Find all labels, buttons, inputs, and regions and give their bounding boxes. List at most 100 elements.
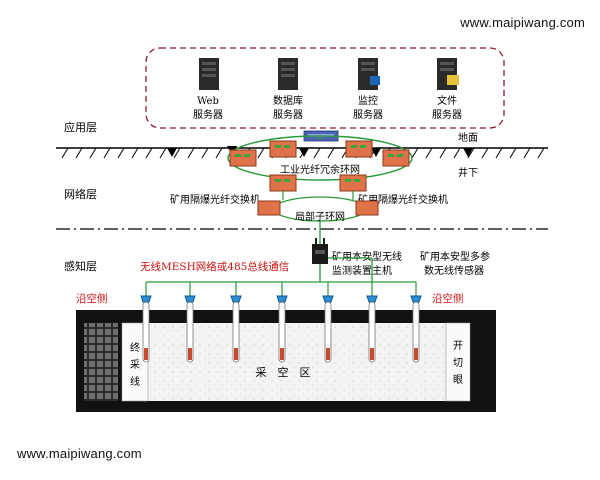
ring-node (229, 149, 257, 167)
sensor-array (140, 282, 422, 363)
communication-label: 无线MESH网络或485总线通信 (140, 260, 289, 273)
ground-tick (327, 147, 335, 159)
server-label-line1: 文件 (437, 94, 457, 107)
ground-tick (75, 147, 83, 159)
cut-hole-char: 切 (453, 357, 463, 369)
ring-node (345, 140, 373, 158)
end-line-char: 终 (130, 341, 140, 354)
ground-tick (187, 147, 195, 159)
sensor-borehole (186, 301, 194, 363)
server-icon (278, 58, 298, 90)
server-label-line1: Web (197, 96, 219, 107)
sensor-probe (234, 348, 238, 360)
sensor-borehole (412, 301, 420, 363)
server-label-line1: 监控 (358, 94, 378, 107)
ground-tick (523, 147, 531, 159)
ground-tick (201, 147, 209, 159)
sensor-probe (188, 348, 192, 360)
server-monitoring: 监控 服务器 (353, 58, 383, 121)
ground-tick (117, 147, 125, 159)
server-label-line2: 服务器 (353, 108, 383, 121)
ring-node (339, 174, 367, 192)
ground-tick (173, 147, 181, 159)
server-label-line1: 数据库 (273, 94, 303, 107)
ground-tick (257, 147, 265, 159)
ground-label: 地面 (458, 131, 478, 144)
sensor-head-icon (184, 295, 196, 303)
end-line-char: 采 (130, 359, 140, 371)
server-database: 数据库 服务器 (273, 58, 303, 121)
ground-tick (61, 147, 69, 159)
host-label-line2: 监测装置主机 (332, 264, 392, 277)
ring-node (269, 140, 297, 158)
sensor-borehole (232, 301, 240, 363)
end-line-char: 线 (130, 375, 140, 388)
ground-marker (299, 148, 309, 157)
ground-marker (463, 148, 473, 157)
ground-marker (167, 148, 177, 157)
sensor-head-icon (276, 295, 288, 303)
right-support-band (445, 322, 471, 402)
sensor-probe (326, 348, 330, 360)
ground-tick (313, 147, 321, 159)
server-icon (199, 58, 219, 90)
wireless-sensor (140, 282, 152, 363)
gob-side-left: 沿空侧 (76, 292, 108, 305)
ground-tick (509, 147, 517, 159)
sensor-borehole (368, 301, 376, 363)
ground-tick (145, 147, 153, 159)
sensor-borehole (142, 301, 150, 363)
sensor-probe (370, 348, 374, 360)
ground-tick (481, 147, 489, 159)
wireless-host-device (312, 238, 328, 264)
switch-label-left: 矿用隔爆光纤交换机 (170, 193, 260, 206)
ground-tick (537, 147, 545, 159)
server-icon (358, 58, 380, 90)
sensor-label-line2: 数无线传感器 (424, 264, 484, 277)
cut-hole-char: 眼 (453, 374, 463, 386)
ground-tick (103, 147, 111, 159)
server-label-line2: 服务器 (432, 108, 462, 121)
server-file: 文件 服务器 (432, 58, 462, 121)
layer-label-network: 网络层 (64, 187, 97, 201)
wireless-sensor (366, 282, 378, 363)
sensor-head-icon (322, 295, 334, 303)
sensor-head-icon (140, 295, 152, 303)
goaf-label: 采 空 区 (256, 365, 311, 379)
ring-node (382, 149, 410, 167)
cut-hole-char: 开 (453, 341, 463, 352)
wireless-sensor (322, 282, 334, 363)
main-ring-label: 工业光纤冗余环网 (280, 163, 360, 176)
sensor-head-icon (366, 295, 378, 303)
layer-label-application: 应用层 (64, 120, 97, 134)
host-label-line1: 矿用本安型无线 (332, 250, 402, 263)
local-ring-label: 局部子环网 (295, 210, 345, 223)
sensor-label-line1: 矿用本安型多参 (420, 250, 490, 263)
server-group-frame (145, 47, 505, 129)
ground-tick (439, 147, 447, 159)
ring-node (269, 174, 297, 192)
end-line-hatch (84, 323, 118, 401)
sensor-probe (414, 348, 418, 360)
ground-tick (453, 147, 461, 159)
ground-marker (371, 148, 381, 157)
ground-tick (425, 147, 433, 159)
sensor-probe (144, 348, 148, 360)
server-label-line2: 服务器 (273, 108, 303, 121)
server-web: Web 服务器 (193, 58, 223, 121)
sub-ring-node (257, 200, 281, 216)
sensor-probe (280, 348, 284, 360)
ground-tick (411, 147, 419, 159)
switch-label-right: 矿用隔爆光纤交换机 (358, 193, 448, 206)
ground-tick (495, 147, 503, 159)
wireless-sensor (230, 282, 242, 363)
sensor-head-icon (230, 295, 242, 303)
underground-label: 井下 (458, 166, 478, 179)
ground-tick (89, 147, 97, 159)
sub-ring-node (355, 200, 379, 216)
ground-tick (131, 147, 139, 159)
sensor-borehole (278, 301, 286, 363)
ground-tick (159, 147, 167, 159)
ground-tick (215, 147, 223, 159)
wireless-sensor (410, 282, 422, 363)
